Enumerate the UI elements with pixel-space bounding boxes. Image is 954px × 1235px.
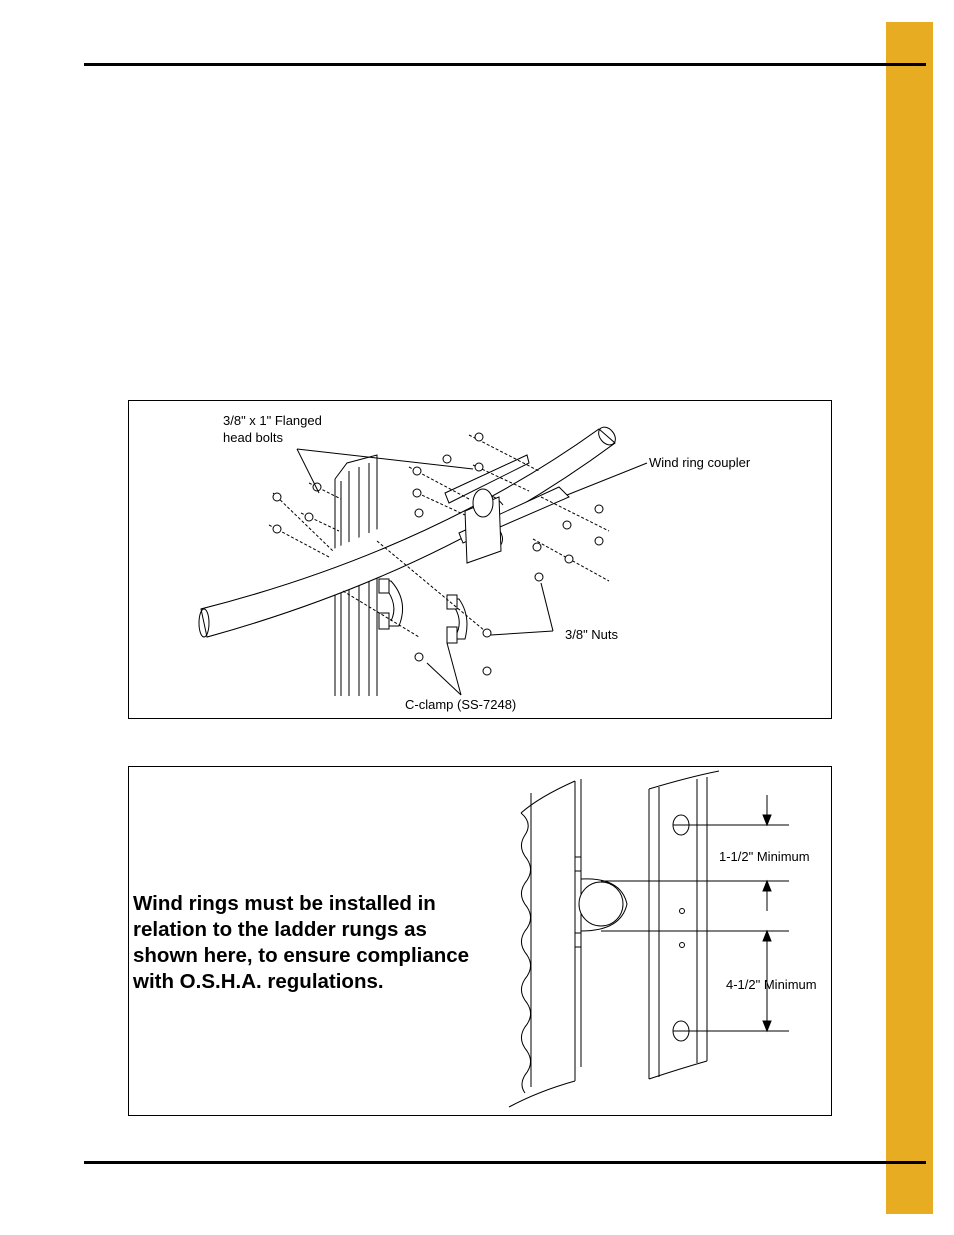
ladder-rail	[648, 770, 720, 1080]
bolts-label-line2: head bolts	[223, 430, 283, 445]
section-tab	[886, 22, 933, 1214]
coupler-assembly-drawing	[198, 426, 648, 696]
bin-wall	[508, 779, 582, 1108]
rung-spacing-drawing	[508, 770, 789, 1108]
c-clamp-label: C-clamp (SS-7248)	[405, 697, 517, 712]
dimension-label-bottom: 4-1/2" Minimum	[726, 977, 817, 992]
osha-compliance-note: Wind rings must be installed in relation…	[133, 891, 503, 995]
header-rule	[84, 63, 926, 66]
bolts-label-line1: 3/8" x 1" Flanged	[223, 413, 322, 428]
ladder-rungs	[672, 814, 690, 1042]
ladder-rung-spacing-figure: Wind rings must be installed in relation…	[128, 766, 832, 1116]
dimension-label-top: 1-1/2" Minimum	[719, 849, 810, 864]
note-line: shown here, to ensure compliance	[133, 944, 470, 967]
wind-ring-pipe	[198, 426, 616, 638]
note-line: Wind rings must be installed in	[133, 892, 436, 915]
note-line: relation to the ladder rungs as	[133, 918, 427, 941]
wind-ring-section	[574, 856, 628, 948]
wind-ring-coupler-figure: 3/8" x 1" Flanged head bolts Wind ring c…	[128, 400, 832, 719]
bolt-heads	[272, 432, 484, 534]
nuts	[414, 504, 604, 676]
coupler-plates	[444, 454, 570, 564]
dimension-lines	[601, 795, 789, 1033]
label-leaders	[296, 448, 648, 696]
coupler-label: Wind ring coupler	[649, 455, 751, 470]
nuts-label: 3/8" Nuts	[565, 627, 619, 642]
footer-rule	[84, 1161, 926, 1164]
note-line: with O.S.H.A. regulations.	[133, 970, 384, 993]
c-clamps	[378, 578, 468, 644]
